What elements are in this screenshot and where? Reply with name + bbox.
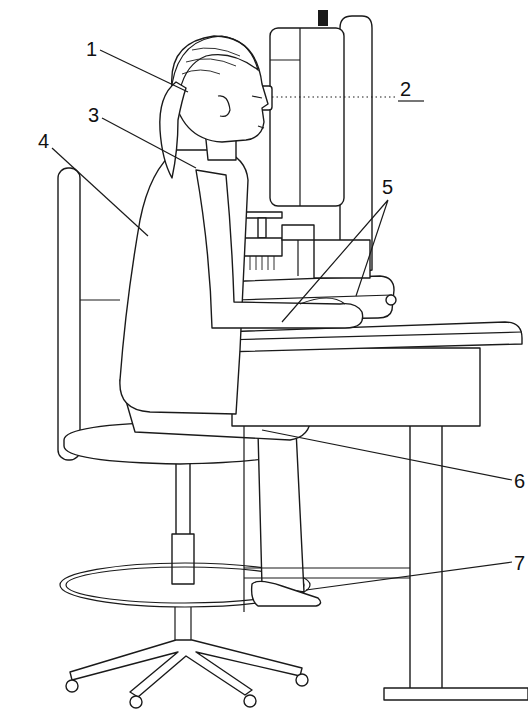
chair-wheel xyxy=(296,674,308,686)
callout-number: 1 xyxy=(86,38,97,60)
chair-cylinder xyxy=(172,534,194,584)
label-underline xyxy=(398,100,424,101)
chair-back-support xyxy=(80,299,120,300)
device-head xyxy=(270,28,344,206)
chin-rest xyxy=(242,212,282,218)
device-head-detail xyxy=(270,28,300,206)
device-top-knob xyxy=(318,10,328,26)
optical-axis xyxy=(272,96,396,97)
leader-line xyxy=(52,148,148,236)
arm xyxy=(196,170,363,328)
leader-line xyxy=(282,200,388,322)
callout-number: 4 xyxy=(38,130,49,152)
chair-wheel xyxy=(244,695,256,707)
device-stand xyxy=(314,240,370,278)
leader-line xyxy=(102,118,196,168)
desk-top-edge xyxy=(222,332,522,340)
callout-number: 5 xyxy=(382,176,393,198)
chair-backrest xyxy=(58,168,80,460)
device-knob xyxy=(386,295,396,305)
callout-number: 2 xyxy=(400,78,411,100)
chair-wheel xyxy=(130,696,142,708)
chair-wheel xyxy=(66,680,78,692)
desk-foot xyxy=(384,688,528,700)
device-bracket xyxy=(282,225,314,240)
foot xyxy=(252,581,321,606)
hand-far xyxy=(300,298,345,304)
desk-drawer xyxy=(232,348,480,426)
chair-base xyxy=(70,640,302,697)
hair xyxy=(172,36,258,90)
leader-line xyxy=(262,430,512,480)
callout-number: 3 xyxy=(88,104,99,126)
ponytail xyxy=(160,82,186,178)
callout-number: 6 xyxy=(514,470,525,492)
chair-post-lower xyxy=(175,607,191,640)
leader-line xyxy=(306,562,512,590)
chin-rest-grip xyxy=(250,256,274,270)
device-bracket-post xyxy=(297,240,298,276)
chin-rest-mount xyxy=(244,238,282,256)
chair-post xyxy=(176,456,190,536)
leader-line xyxy=(100,50,188,92)
ear xyxy=(218,96,230,117)
face-detail xyxy=(252,96,264,128)
desk-crossbar xyxy=(244,420,410,612)
hair-strands xyxy=(182,48,240,74)
callout-number: 7 xyxy=(514,552,525,574)
chin-rest-post xyxy=(258,218,266,238)
